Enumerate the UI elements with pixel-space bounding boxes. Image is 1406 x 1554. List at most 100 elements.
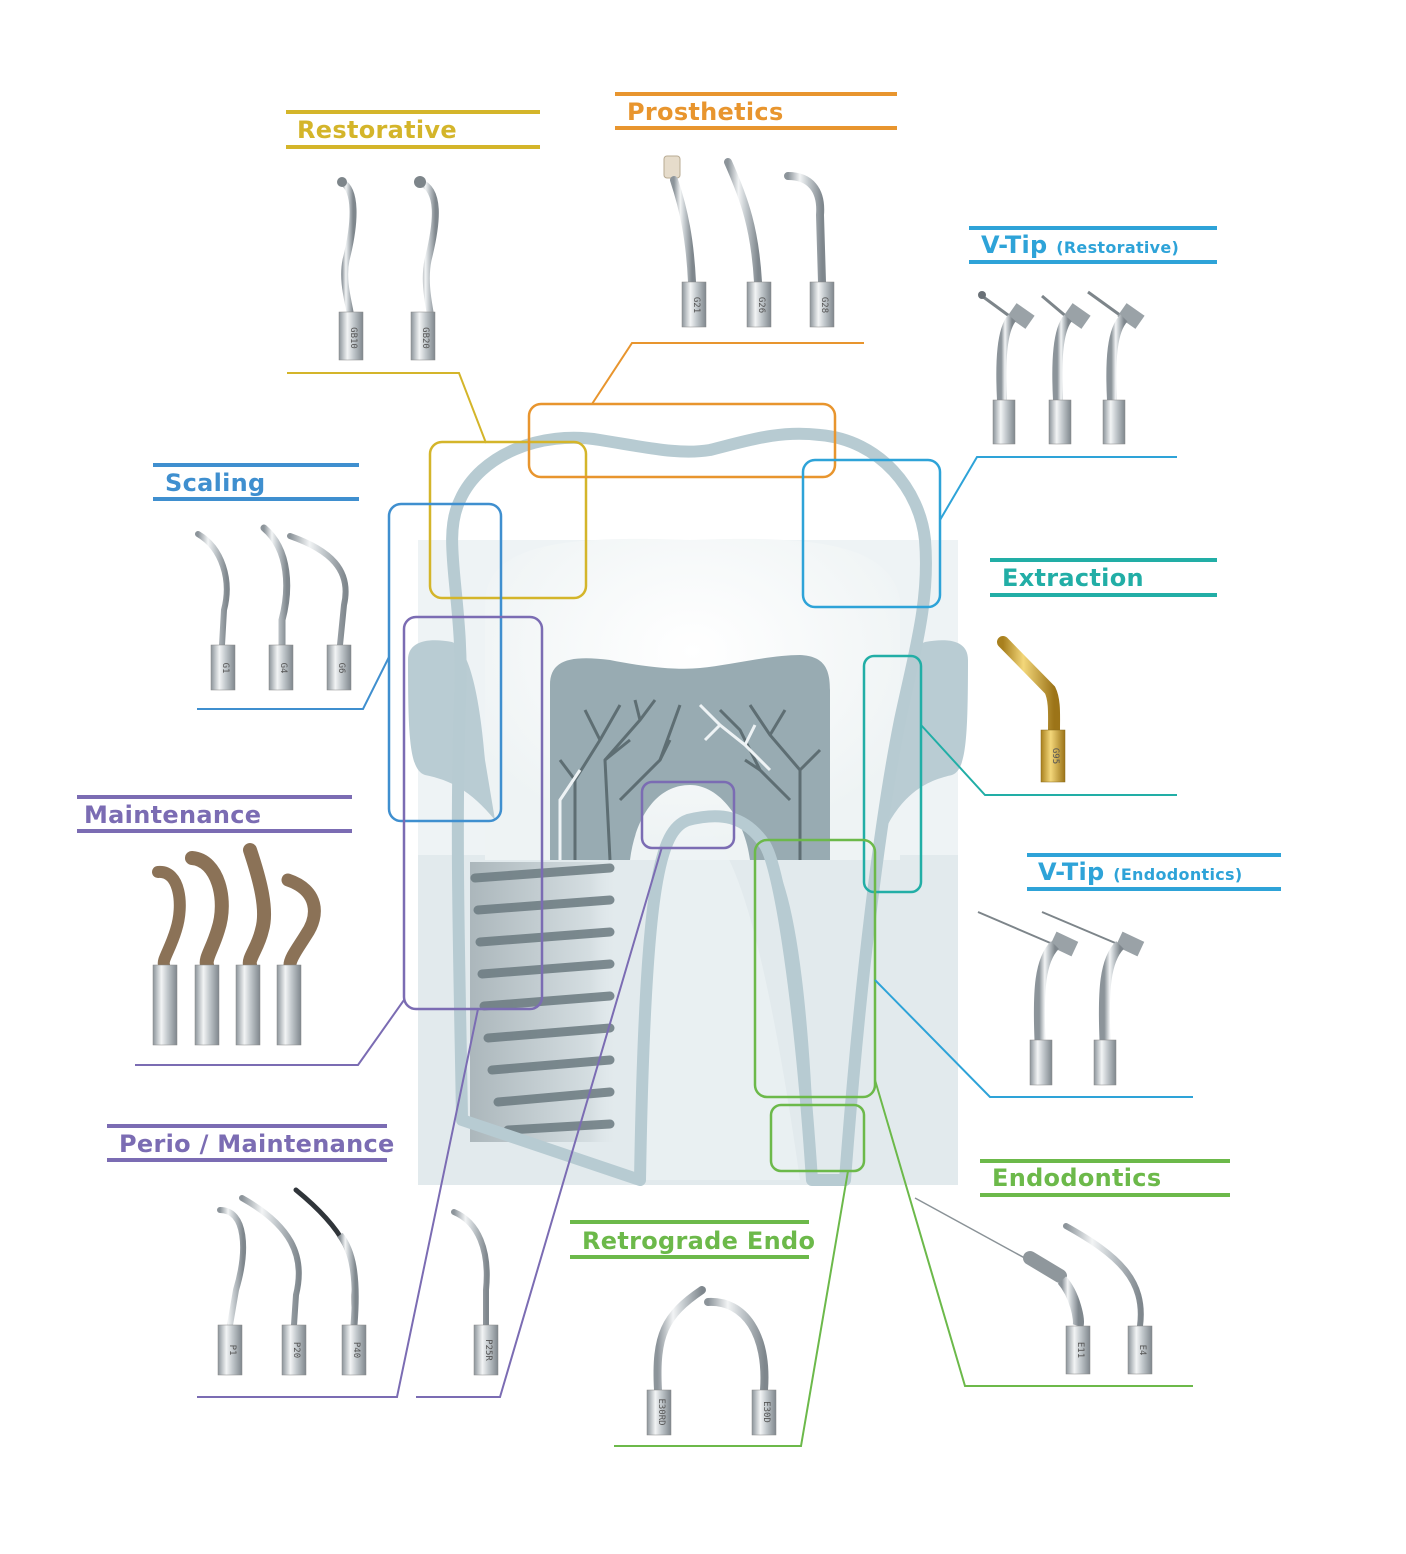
svg-text:E30RD: E30RD <box>656 1398 666 1425</box>
scaling-title: Scaling <box>165 469 266 497</box>
tip-g6: G6 <box>287 533 352 691</box>
svg-text:G95: G95 <box>1050 748 1060 764</box>
maintenance-box <box>402 615 544 1011</box>
maint-3 <box>235 843 272 1046</box>
endodontics-title-text: Endodontics <box>992 1164 1162 1192</box>
vtip-restorative-title-text: V-Tip <box>981 231 1048 259</box>
restorative-leader <box>287 372 487 444</box>
prosthetics-leader <box>591 342 864 405</box>
svg-text:G28: G28 <box>819 297 829 313</box>
vtip-restorative-leader <box>939 456 1177 521</box>
vtip-e-1 <box>977 911 1079 1086</box>
vtip-endo-subtitle: (Endodontics) <box>1113 865 1243 884</box>
svg-text:E4: E4 <box>1137 1345 1147 1356</box>
prosthetics-box <box>527 402 837 479</box>
tip-g26: G26 <box>724 158 772 328</box>
prosthetics-title-text: Prosthetics <box>627 98 784 126</box>
tip-p1: P1 <box>217 1207 247 1376</box>
root-canal <box>640 821 800 1180</box>
tip-e4: E4 <box>1063 1223 1153 1375</box>
endodontics-tips: E11 E4 <box>914 1197 1153 1375</box>
maintenance-leader <box>135 999 405 1066</box>
svg-text:G4: G4 <box>278 663 288 674</box>
gum-left <box>408 640 495 820</box>
tooth-illustration <box>408 427 968 1186</box>
extraction-tips: G95 <box>997 636 1066 783</box>
tip-g95: G95 <box>997 636 1066 783</box>
tip-g21: G21 <box>663 155 707 328</box>
svg-text:P20: P20 <box>291 1342 301 1358</box>
scaling-title-text: Scaling <box>165 469 266 497</box>
tip-p20: P20 <box>239 1195 307 1376</box>
title-rules <box>77 92 1281 1259</box>
svg-text:E11: E11 <box>1075 1342 1085 1358</box>
leader-lines <box>135 342 1193 1447</box>
maintenance-title: Maintenance <box>84 801 261 829</box>
tip-g4: G4 <box>260 524 294 691</box>
svg-text:GB20: GB20 <box>420 327 430 349</box>
vtip-endo-tips <box>977 911 1145 1086</box>
scaling-tips: G1 G4 G6 <box>195 524 352 691</box>
tip-p25r: P25R <box>451 1209 499 1376</box>
maint-2 <box>185 851 229 1046</box>
extraction-box <box>862 654 923 894</box>
svg-text:G26: G26 <box>756 297 766 313</box>
perio-tips: P1 P20 P40 P25R <box>217 1187 499 1376</box>
vtip-endo-title: V-Tip (Endodontics) <box>1038 858 1242 886</box>
retrograde-title-text: Retrograde Endo <box>582 1227 816 1255</box>
vtip-restorative-tips <box>978 290 1145 445</box>
vtip-restorative-title: V-Tip (Restorative) <box>981 231 1179 259</box>
tip-p40: P40 <box>293 1187 367 1376</box>
tip-e30d: E30D <box>704 1297 777 1436</box>
svg-text:G1: G1 <box>220 663 230 674</box>
maintenance-tips <box>152 843 321 1046</box>
canal-line <box>767 858 815 1181</box>
tip-e30rd: E30RD <box>646 1286 706 1436</box>
extraction-title: Extraction <box>1002 564 1144 592</box>
extraction-leader <box>920 724 1177 796</box>
restorative-box <box>428 440 588 600</box>
vtip-endo-leader <box>874 979 1193 1098</box>
svg-text:GB10: GB10 <box>348 327 358 349</box>
vtip-restorative-box <box>801 458 942 609</box>
restorative-title-text: Restorative <box>297 116 457 144</box>
nerve-branches-light <box>558 703 772 860</box>
maint-1 <box>152 866 186 1046</box>
svg-text:P40: P40 <box>351 1342 361 1358</box>
retrograde-tips: E30RD E30D <box>646 1286 777 1436</box>
perio-box <box>640 780 736 850</box>
tip-g1: G1 <box>195 531 236 691</box>
perio-leader-1 <box>197 1008 479 1398</box>
endodontics-leader <box>874 1079 1193 1387</box>
svg-text:E30D: E30D <box>761 1401 771 1423</box>
svg-text:G6: G6 <box>336 663 346 674</box>
scaling-box <box>387 502 503 823</box>
vtip-r-1 <box>978 291 1035 445</box>
vtip-restorative-subtitle: (Restorative) <box>1056 238 1180 257</box>
svg-text:G21: G21 <box>691 297 701 313</box>
prosthetics-tips: G21 G26 G28 <box>663 155 835 328</box>
tip-e11: E11 <box>914 1197 1091 1375</box>
vtip-e-2 <box>1041 911 1145 1086</box>
tip-gb10: GB10 <box>337 177 364 361</box>
svg-text:P1: P1 <box>227 1345 237 1356</box>
maintenance-title-text: Maintenance <box>84 801 262 829</box>
maint-4 <box>276 873 321 1046</box>
vtip-r-3 <box>1087 290 1145 445</box>
extraction-title-text: Extraction <box>1002 564 1144 592</box>
retrograde-title: Retrograde Endo <box>582 1227 815 1255</box>
tip-g28: G28 <box>784 172 835 328</box>
restorative-tips: GB10 GB20 <box>337 176 439 361</box>
perio-leader-2 <box>416 846 663 1398</box>
perio-title-text: Perio / Maintenance <box>119 1130 395 1158</box>
svg-text:P25R: P25R <box>483 1339 493 1361</box>
vtip-r-2 <box>1041 294 1091 445</box>
vtip-endo-title-text: V-Tip <box>1038 858 1105 886</box>
highlight-boxes <box>387 402 942 1173</box>
prosthetics-title: Prosthetics <box>627 98 784 126</box>
retrograde-leader <box>614 1170 849 1447</box>
scaling-leader <box>197 656 390 710</box>
perio-title: Perio / Maintenance <box>119 1130 395 1158</box>
tooth-outline <box>446 427 932 1186</box>
